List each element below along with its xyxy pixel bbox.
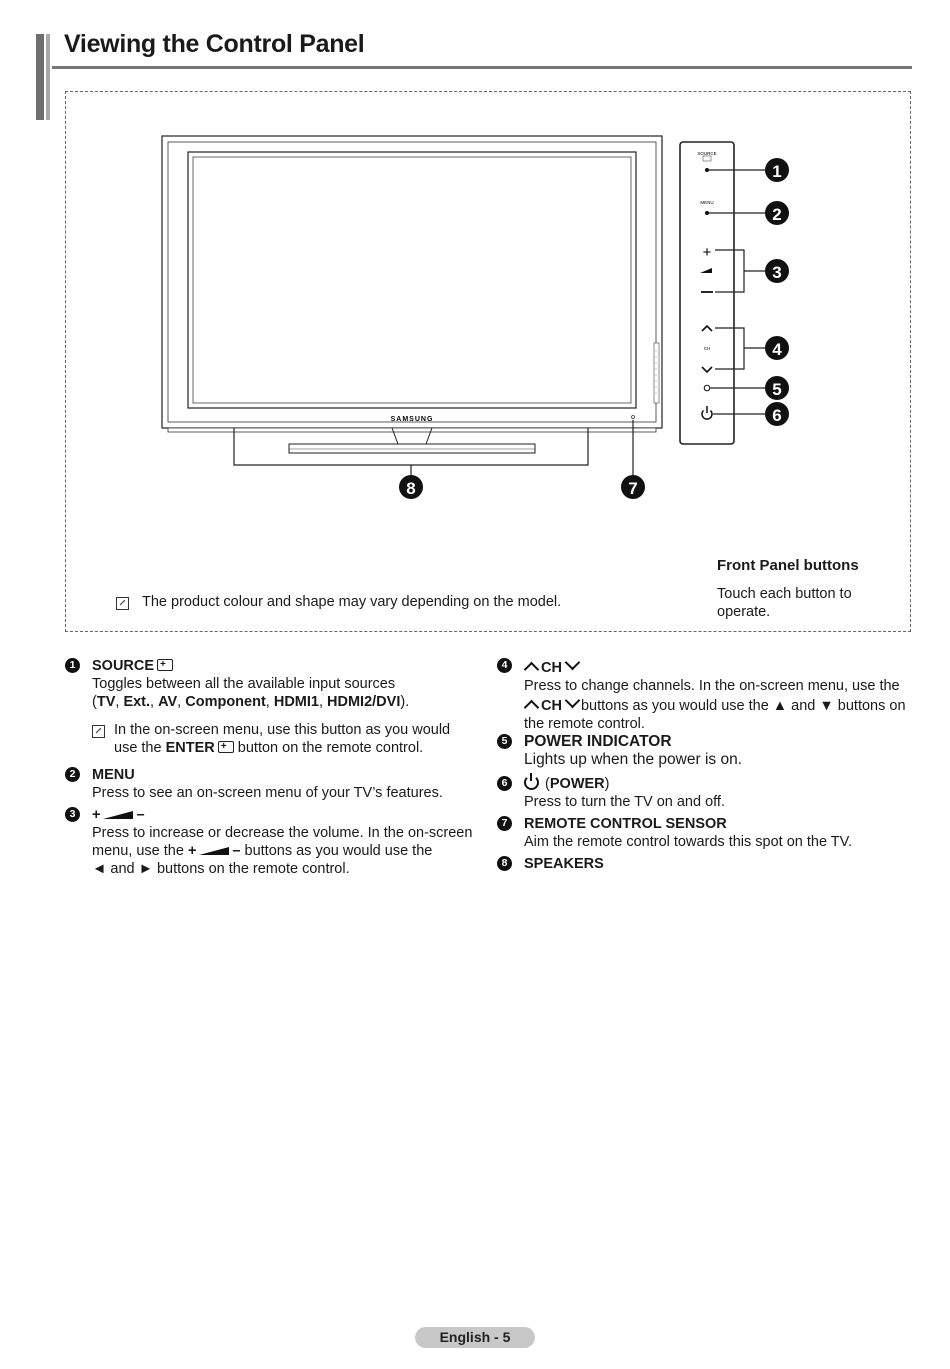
source-note: In the on-screen menu, use this button a…: [92, 721, 477, 757]
tv-brand-label: SAMSUNG: [391, 416, 434, 423]
item-channel: 4 CH Press to change channels. In the on…: [497, 654, 912, 733]
item-heading: SPEAKERS: [524, 856, 604, 872]
item-body: Aim the remote control towards this spot…: [524, 834, 853, 850]
item-number-badge: 1: [65, 658, 80, 673]
item-number-badge: 6: [497, 776, 512, 791]
svg-text:CH: CH: [704, 346, 711, 351]
front-panel-closeup: [679, 141, 735, 445]
page-title: Viewing the Control Panel: [64, 30, 365, 58]
callout-1-icon: [765, 158, 789, 182]
item-number-badge: 4: [497, 658, 512, 673]
item-number-badge: 5: [497, 734, 512, 749]
side-panel-strip: [653, 342, 660, 404]
chevron-up-icon: [523, 661, 540, 678]
input-list: (TV, Ext., AV, Component, HDMI1, HDMI2/D…: [92, 694, 410, 710]
item-source: 1 SOURCE Toggles between all the availab…: [65, 656, 475, 711]
figure-note-text: The product colour and shape may vary de…: [142, 594, 562, 610]
enter-icon: [217, 738, 234, 756]
power-icon: [524, 773, 539, 790]
title-accent-bar: [36, 34, 52, 120]
callout-6-icon: [765, 402, 789, 426]
item-power-indicator: 5 POWER INDICATOR Lights up when the pow…: [497, 733, 912, 769]
svg-text:5: 5: [772, 380, 781, 399]
svg-text:8: 8: [406, 479, 415, 498]
callout-3-icon: [765, 259, 789, 283]
chevron-up-icon: [523, 699, 540, 716]
figure-frame: [65, 91, 911, 632]
item-number-badge: 3: [65, 807, 80, 822]
svg-text:2: 2: [772, 205, 781, 224]
chevron-down-icon: [564, 692, 581, 709]
svg-text:1: 1: [772, 162, 781, 181]
source-icon: [157, 656, 174, 674]
item-remote-sensor: 7 REMOTE CONTROL SENSOR Aim the remote c…: [497, 815, 912, 851]
item-volume: 3 +– Press to increase or decrease the v…: [65, 806, 475, 878]
figure-note: The product colour and shape may vary de…: [116, 594, 561, 610]
item-heading: SOURCE: [92, 658, 155, 674]
item-body: Toggles between all the available input …: [92, 676, 396, 692]
item-heading: MENU: [92, 767, 135, 783]
item-number-badge: 8: [497, 856, 512, 871]
svg-text:3: 3: [772, 263, 781, 282]
tv-stand: [288, 443, 536, 454]
svg-text:6: 6: [772, 406, 781, 425]
front-panel-title: Front Panel buttons: [717, 557, 859, 574]
item-power: 6 (POWER) Press to turn the TV on and of…: [497, 773, 912, 811]
item-heading: POWER INDICATOR: [524, 733, 672, 750]
item-speakers: 8 SPEAKERS: [497, 855, 912, 873]
svg-text:SOURCE: SOURCE: [697, 151, 716, 156]
item-heading: REMOTE CONTROL SENSOR: [524, 816, 727, 832]
item-body: Lights up when the power is on.: [524, 751, 742, 768]
note-icon: [92, 725, 105, 738]
item-heading: CH: [523, 654, 912, 678]
front-panel-description: Touch each button to operate.: [717, 586, 852, 620]
item-body: Press to turn the TV on and off.: [524, 794, 725, 810]
callout-4-icon: [765, 336, 789, 360]
sensor-dot: [631, 415, 635, 419]
volume-icon: [199, 847, 230, 855]
item-menu: 2 MENU Press to see an on-screen menu of…: [65, 766, 475, 802]
page-number-badge: English - 5: [415, 1327, 535, 1348]
tv-control-panel-illustration: SAMSUNG 8 7 SOURCE MENU + CH 1 2 3 4 5 6: [161, 135, 789, 499]
item-heading: +–: [92, 807, 145, 823]
item-number-badge: 7: [497, 816, 512, 831]
callout-7-icon: [621, 475, 645, 499]
svg-text:MENU: MENU: [700, 200, 713, 205]
item-body: Press to see an on-screen menu of your T…: [92, 785, 443, 801]
callout-5-icon: [765, 376, 789, 400]
callout-8-icon: [399, 475, 423, 499]
item-body: Press to change channels. In the on-scre…: [523, 678, 906, 732]
item-body: Press to increase or decrease the volume…: [92, 825, 473, 859]
svg-text:+: +: [703, 244, 712, 261]
item-number-badge: 2: [65, 767, 80, 782]
title-rule: [52, 66, 912, 69]
note-icon: [116, 597, 129, 610]
chevron-down-icon: [564, 654, 581, 671]
callout-2-icon: [765, 201, 789, 225]
item-heading: (POWER): [524, 773, 912, 793]
item-body-2: ◄ and ► buttons on the remote control.: [92, 861, 350, 877]
svg-text:7: 7: [628, 479, 637, 498]
svg-text:4: 4: [772, 340, 782, 359]
volume-icon: [103, 811, 134, 819]
